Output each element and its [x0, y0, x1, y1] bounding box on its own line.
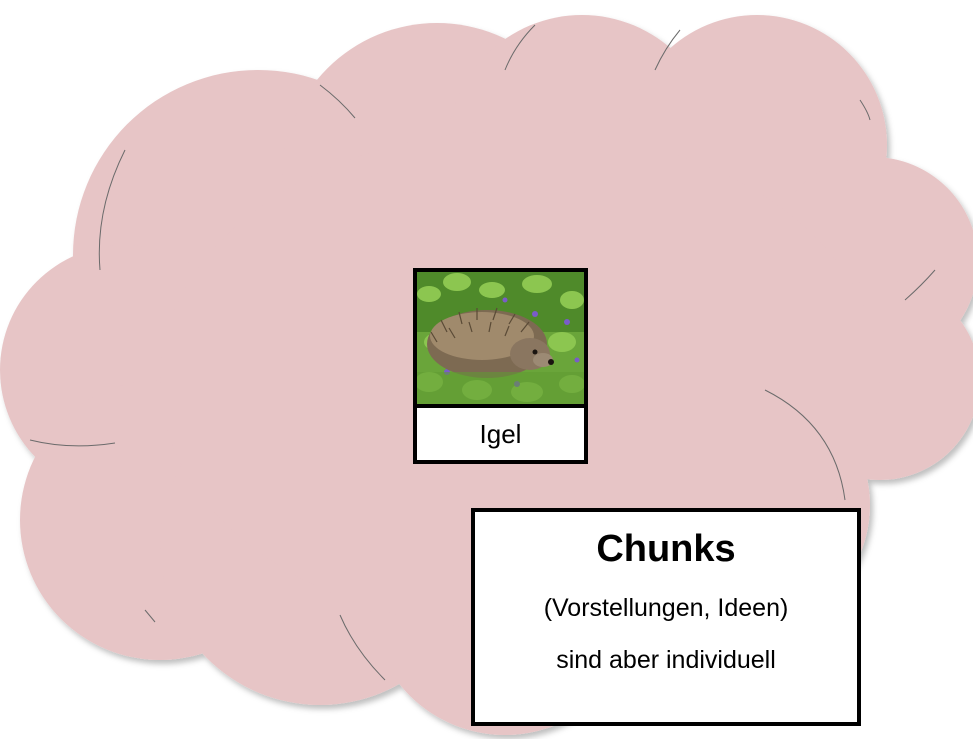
- hedgehog-image: [417, 272, 584, 404]
- hedgehog-photo: [417, 272, 584, 408]
- concept-card: Igel: [413, 268, 588, 464]
- chunks-line-2: sind aber individuell: [475, 646, 857, 675]
- chunks-title: Chunks: [475, 528, 857, 571]
- chunks-info-box: Chunks (Vorstellungen, Ideen) sind aber …: [471, 508, 861, 726]
- concept-caption: Igel: [417, 408, 584, 460]
- chunks-line-1: (Vorstellungen, Ideen): [475, 594, 857, 623]
